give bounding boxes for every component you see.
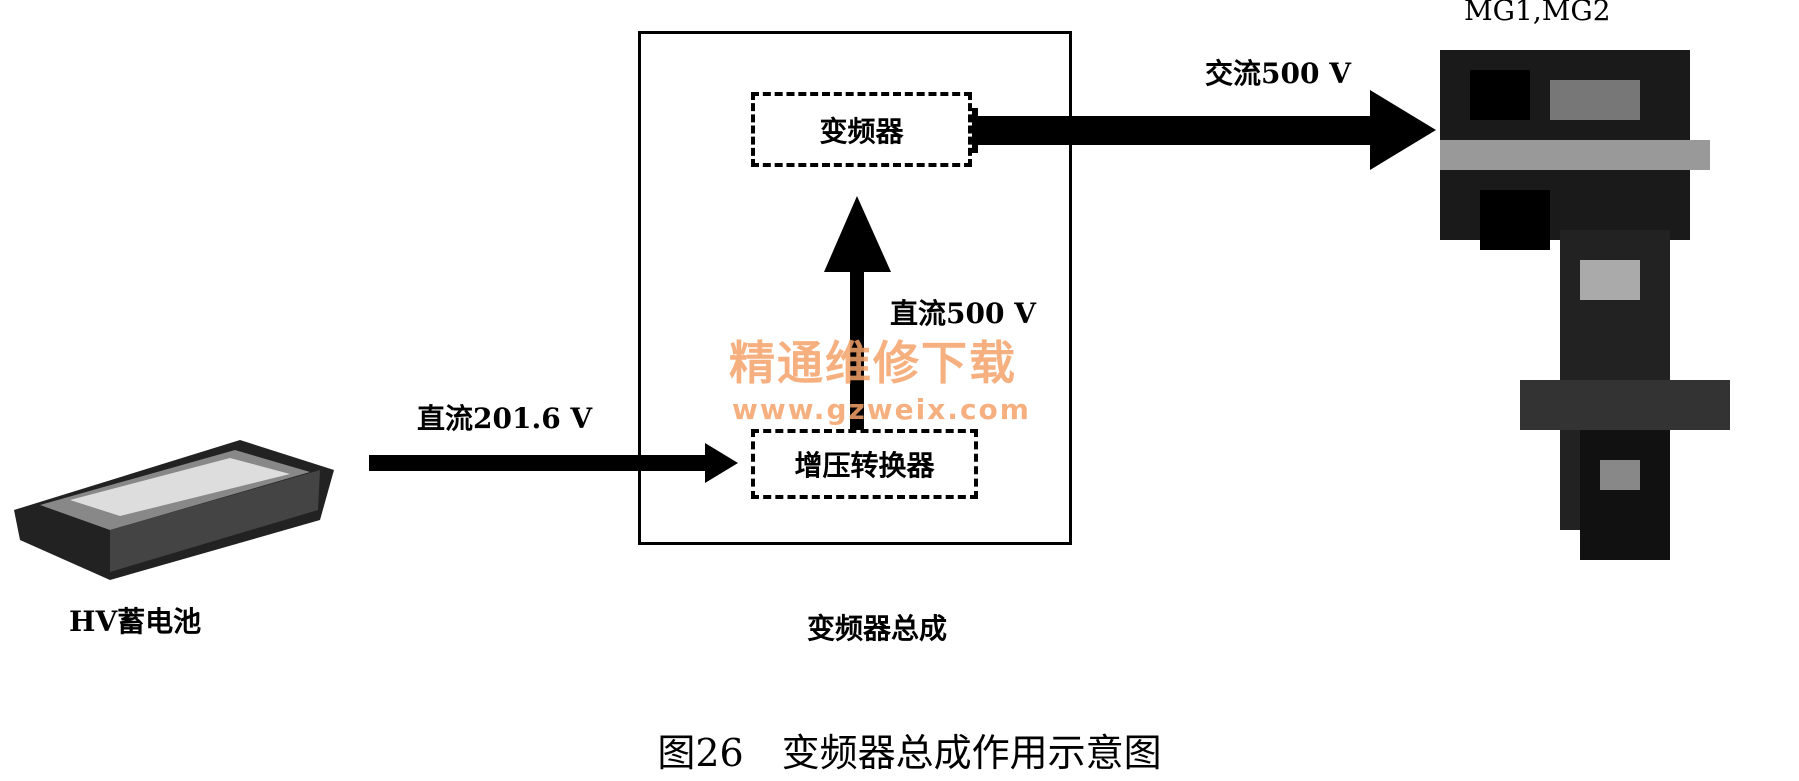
- ac-output-arrow: [972, 90, 1436, 170]
- inverter-box: 变频器: [751, 92, 972, 167]
- figure-caption: 图26 变频器总成作用示意图: [657, 731, 1162, 775]
- watermark-title: 精通维修下载: [729, 336, 1017, 390]
- boost-converter-label: 增压转换器: [794, 449, 935, 482]
- dc-input-label: 直流201.6 V: [417, 402, 593, 435]
- battery-label: HV蓄电池: [69, 605, 202, 638]
- dc-boost-label: 直流500 V: [890, 297, 1036, 330]
- watermark-url: www.gzweix.com: [732, 393, 1031, 426]
- motor-label: MG1,MG2: [1464, 0, 1611, 27]
- motor-generator-image: [1440, 50, 1730, 560]
- ac-output-label: 交流500 V: [1205, 57, 1351, 90]
- boost-converter-box: 增压转换器: [751, 429, 978, 499]
- assembly-label: 变频器总成: [807, 612, 948, 645]
- inverter-assembly-box: [638, 31, 1072, 545]
- dc-input-arrow: [369, 443, 738, 483]
- inverter-label: 变频器: [819, 114, 904, 148]
- hv-battery-image: [14, 440, 334, 580]
- dc-boost-arrow: [824, 196, 891, 430]
